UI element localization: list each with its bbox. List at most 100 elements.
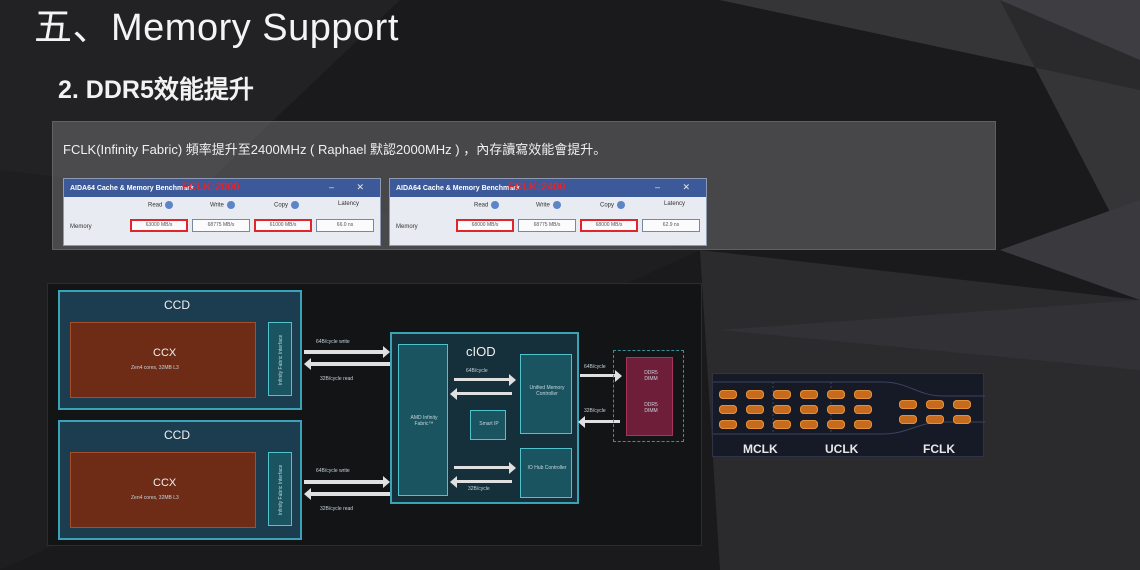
fclk-label: FCLK	[923, 442, 955, 456]
iod-arrow	[450, 388, 512, 400]
row-label: Memory	[70, 224, 92, 230]
read-label: 32B/cycle read	[320, 376, 354, 382]
info-icon	[226, 201, 235, 209]
read-label: 32B/cycle read	[320, 506, 354, 512]
car-icon	[800, 420, 818, 429]
car-icon	[800, 390, 818, 399]
read-arrow	[304, 488, 390, 500]
ccx-block: CCX Zen4 cores, 32MB L3	[70, 452, 256, 528]
col-copy: Copy	[274, 201, 300, 209]
latency-value: 66.0 ns	[316, 219, 374, 232]
io-die-diagram: CCD CCX Zen4 cores, 32MB L3 Infinity Fab…	[47, 283, 702, 546]
dimm-label: DDR5 DIMM	[644, 402, 658, 414]
mem-write-arrow	[580, 370, 622, 382]
ccx-sub: Zen4 cores, 32MB L3	[131, 365, 179, 371]
col-latency: Latency	[338, 201, 360, 207]
ccd-block-1: CCD CCX Zen4 cores, 32MB L3 Infinity Fab…	[58, 290, 302, 410]
car-icon	[800, 405, 818, 414]
fabric-interface: Infinity Fabric Interface	[268, 322, 292, 396]
aida64-window-fclk2000: AIDA64 Cache & Memory Benchmark FCLK:200…	[63, 178, 381, 246]
aida64-app-title: AIDA64 Cache & Memory Benchmark	[70, 184, 194, 192]
car-icon	[719, 405, 737, 414]
infinity-fabric-core: AMD Infinity Fabric™	[398, 344, 448, 496]
mclk-label: MCLK	[743, 442, 778, 456]
io-hub-label: IO Hub Controller	[527, 465, 567, 471]
copy-value: 61000 MB/s	[254, 219, 312, 232]
write-value: 68775 MB/s	[518, 219, 576, 232]
car-icon	[854, 420, 872, 429]
window-controls[interactable]: – ✕	[654, 182, 700, 192]
car-icon	[827, 390, 845, 399]
aida64-results: Read Write Copy Latency Memory 63000 MB/…	[64, 197, 380, 245]
aida64-app-title: AIDA64 Cache & Memory Benchmark	[396, 184, 520, 192]
read-arrow	[304, 358, 390, 370]
col-latency: Latency	[664, 201, 686, 207]
car-icon	[773, 405, 791, 414]
iod-arrow	[454, 374, 516, 386]
latency-value: 62.9 ns	[642, 219, 700, 232]
write-arrow	[304, 476, 390, 488]
dimm-label: DDR5 DIMM	[644, 370, 658, 382]
mem-read-arrow	[578, 416, 620, 428]
aida64-results: Read Write Copy Latency Memory 68000 MB/…	[390, 197, 706, 245]
aida64-panel: FCLK(Infinity Fabric) 頻率提升至2400MHz ( Rap…	[52, 121, 996, 250]
ccx-label: CCX	[153, 477, 177, 489]
car-icon	[953, 400, 971, 409]
ccd-label: CCD	[164, 428, 190, 442]
col-read: Read	[148, 201, 174, 209]
slide-subtitle: 2. DDR5效能提升	[58, 76, 254, 104]
info-icon	[491, 201, 500, 209]
car-icon	[746, 405, 764, 414]
write-label: 64B/cycle write	[316, 468, 350, 474]
ccx-label: CCX	[153, 347, 177, 359]
smart-ip-block: Smart IP	[470, 410, 506, 440]
iod-arrow	[450, 476, 512, 488]
car-icon	[926, 415, 944, 424]
mem-link-bottom: 32B/cycle	[584, 408, 606, 414]
col-read: Read	[474, 201, 500, 209]
fclk-tag: FCLK:2400	[508, 181, 566, 193]
dimm-block: DDR5 DIMM DDR5 DIMM	[626, 357, 673, 436]
fabric-label: Infinity Fabric Interface	[278, 334, 284, 386]
car-icon	[926, 400, 944, 409]
car-icon	[719, 420, 737, 429]
umc-block: Unified Memory Controller	[520, 354, 572, 434]
read-value: 68000 MB/s	[456, 219, 514, 232]
car-icon	[773, 390, 791, 399]
col-copy: Copy	[600, 201, 626, 209]
car-icon	[854, 405, 872, 414]
car-icon	[854, 390, 872, 399]
io-hub-block: IO Hub Controller	[520, 448, 572, 498]
slide-title: 五、Memory Support	[34, 7, 399, 49]
write-label: 64B/cycle write	[316, 339, 350, 345]
ccx-sub: Zen4 cores, 32MB L3	[131, 495, 179, 501]
car-icon	[719, 390, 737, 399]
fclk-tag: FCLK:2000	[182, 181, 240, 193]
iod-arrow-label: 32B/cycle	[468, 486, 490, 492]
car-icon	[899, 415, 917, 424]
aida64-titlebar: AIDA64 Cache & Memory Benchmark FCLK:240…	[390, 179, 706, 197]
info-icon	[617, 201, 626, 209]
fclk-note: FCLK(Infinity Fabric) 頻率提升至2400MHz ( Rap…	[63, 142, 607, 157]
fabric-core-label: AMD Infinity Fabric™	[410, 415, 438, 427]
col-write: Write	[536, 201, 561, 209]
fabric-label: Infinity Fabric Interface	[278, 464, 284, 516]
info-icon	[552, 201, 561, 209]
car-icon	[746, 390, 764, 399]
car-icon	[827, 405, 845, 414]
car-icon	[899, 400, 917, 409]
iod-block: cIOD AMD Infinity Fabric™ Unified Memory…	[390, 332, 579, 504]
row-label: Memory	[396, 224, 418, 230]
write-value: 68775 MB/s	[192, 219, 250, 232]
car-icon	[827, 420, 845, 429]
ccd-block-2: CCD CCX Zen4 cores, 32MB L3 Infinity Fab…	[58, 420, 302, 540]
window-controls[interactable]: – ✕	[328, 182, 374, 192]
smart-ip-label: Smart IP	[479, 421, 499, 427]
fabric-interface: Infinity Fabric Interface	[268, 452, 292, 526]
col-write: Write	[210, 201, 235, 209]
car-icon	[953, 415, 971, 424]
write-arrow	[304, 346, 390, 358]
memory-group	[613, 350, 684, 442]
aida64-window-fclk2400: AIDA64 Cache & Memory Benchmark FCLK:240…	[389, 178, 707, 246]
car-icon	[773, 420, 791, 429]
